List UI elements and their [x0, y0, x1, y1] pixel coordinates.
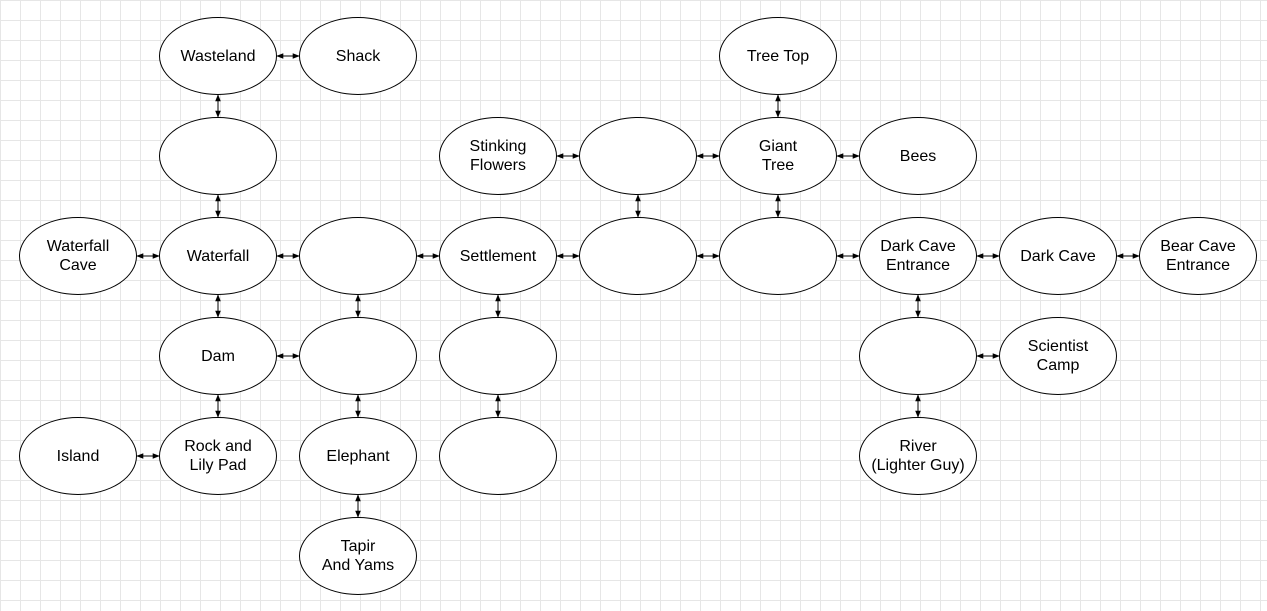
node-label: Settlement: [459, 247, 537, 265]
node-stinking-flowers: Stinking Flowers: [439, 117, 557, 195]
node-blank: [439, 317, 557, 395]
node-label: Shack: [335, 47, 381, 65]
node-label: Waterfall: [186, 247, 250, 265]
node-bees: Bees: [859, 117, 977, 195]
node-blank: [859, 317, 977, 395]
node-label: Elephant: [326, 447, 390, 465]
node-dark-cave: Dark Cave: [999, 217, 1117, 295]
node-label: Dam: [201, 347, 235, 365]
node-blank: [579, 117, 697, 195]
node-blank: [719, 217, 837, 295]
node-tapir-and-yams: Tapir And Yams: [299, 517, 417, 595]
node-label: Tree Top: [746, 47, 810, 65]
node-label: Giant Tree: [758, 138, 798, 174]
node-dam: Dam: [159, 317, 277, 395]
node-blank: [579, 217, 697, 295]
node-blank: [159, 117, 277, 195]
node-blank: [439, 417, 557, 495]
node-tree-top: Tree Top: [719, 17, 837, 95]
node-waterfall-cave: Waterfall Cave: [19, 217, 137, 295]
node-label: Stinking Flowers: [469, 138, 527, 174]
node-label: Scientist Camp: [1027, 338, 1089, 374]
node-label: Island: [56, 447, 100, 465]
node-label: Tapir And Yams: [321, 538, 395, 574]
node-elephant: Elephant: [299, 417, 417, 495]
node-island: Island: [19, 417, 137, 495]
node-dark-cave-entrance: Dark Cave Entrance: [859, 217, 977, 295]
node-label: Waterfall Cave: [46, 238, 110, 274]
node-settlement: Settlement: [439, 217, 557, 295]
node-rock-and-lily-pad: Rock and Lily Pad: [159, 417, 277, 495]
node-scientist-camp: Scientist Camp: [999, 317, 1117, 395]
node-label: Bear Cave Entrance: [1160, 238, 1236, 274]
node-bear-cave-entrance: Bear Cave Entrance: [1139, 217, 1257, 295]
node-giant-tree: Giant Tree: [719, 117, 837, 195]
node-label: Rock and Lily Pad: [184, 438, 252, 474]
node-label: Dark Cave Entrance: [880, 238, 956, 274]
node-blank: [299, 317, 417, 395]
node-waterfall: Waterfall: [159, 217, 277, 295]
node-label: Wasteland: [180, 47, 256, 65]
node-label: Bees: [899, 147, 937, 165]
node-label: River (Lighter Guy): [871, 438, 965, 474]
node-blank: [299, 217, 417, 295]
node-label: Dark Cave: [1020, 247, 1096, 265]
node-river-lighter-guy: River (Lighter Guy): [859, 417, 977, 495]
node-shack: Shack: [299, 17, 417, 95]
node-wasteland: Wasteland: [159, 17, 277, 95]
